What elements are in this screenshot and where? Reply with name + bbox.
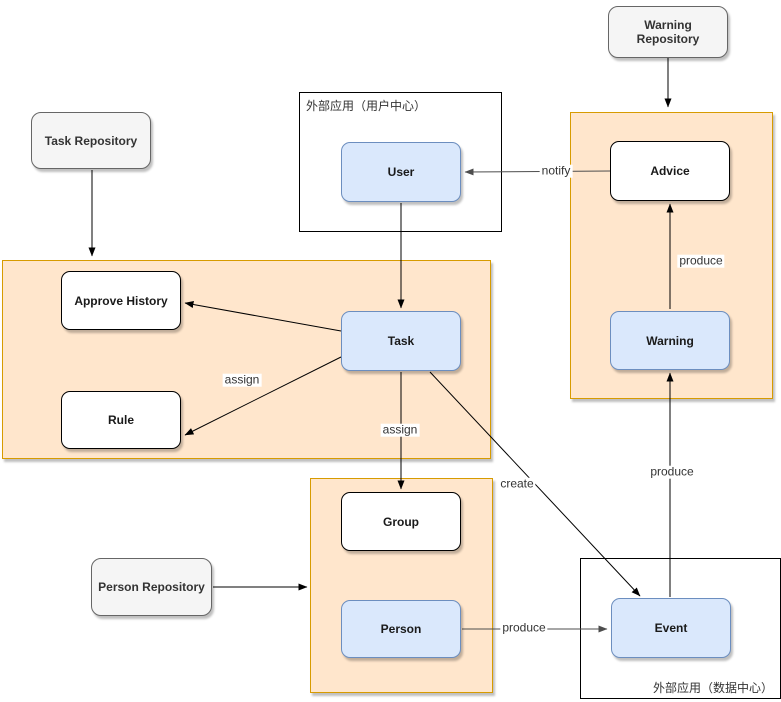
node-warning: Warning — [610, 311, 730, 370]
node-event: Event — [611, 598, 731, 658]
edge-label-produce-person-event: produce — [500, 620, 548, 635]
node-person: Person — [341, 600, 461, 658]
edge-label-assign-rule: assign — [222, 372, 262, 387]
container-user-center-label: 外部应用（用户中心） — [306, 99, 427, 113]
edge-label-notify: notify — [539, 163, 573, 178]
node-task: Task — [341, 311, 461, 371]
node-approve-history: Approve History — [61, 271, 181, 330]
container-data-center-label: 外部应用（数据中心） — [652, 681, 773, 695]
edge-label-create: create — [498, 476, 536, 491]
node-user: User — [341, 142, 461, 202]
edge-label-assign-group: assign — [380, 422, 420, 437]
node-group: Group — [341, 492, 461, 551]
node-person-repository: Person Repository — [91, 558, 212, 616]
node-rule: Rule — [61, 391, 181, 449]
edge-label-produce-event-warning: produce — [648, 464, 696, 479]
edge-label-produce-warning-advice: produce — [677, 253, 725, 268]
node-advice: Advice — [610, 141, 730, 201]
node-warning-repository: Warning Repository — [608, 6, 728, 58]
node-task-repository: Task Repository — [31, 112, 151, 169]
